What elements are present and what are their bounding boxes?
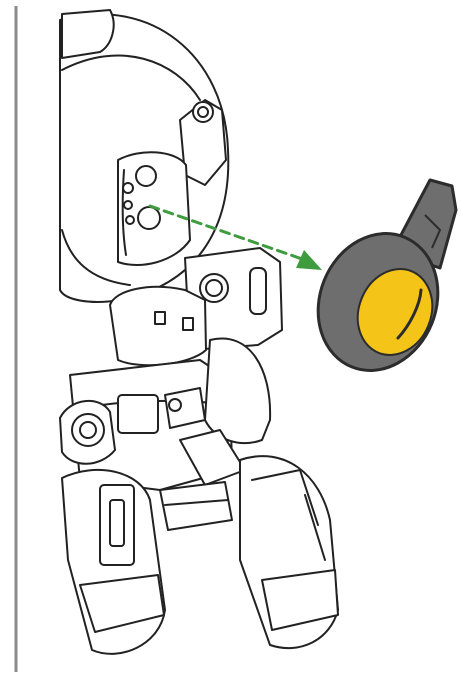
eye-lens-1 <box>136 166 156 186</box>
eye-lens-3 <box>123 183 133 193</box>
plug-pin-1 <box>155 312 165 324</box>
dial-knob-icon <box>298 180 458 389</box>
right-leg <box>205 338 270 443</box>
eye-lens-2 <box>138 207 160 229</box>
robot-figure <box>60 10 338 654</box>
shoulder-port <box>200 274 228 302</box>
eye-lens-4 <box>124 201 132 209</box>
torso-box <box>118 395 158 433</box>
head-bolt <box>193 102 213 122</box>
eye-lens-5 <box>126 216 134 224</box>
lower-link <box>160 482 232 530</box>
torso-rivet <box>169 399 181 411</box>
plug-pin-2 <box>183 318 193 330</box>
arrow-head <box>296 250 322 270</box>
left-arm-joint <box>72 414 104 446</box>
left-leg-slot <box>110 500 124 546</box>
shoulder-slot <box>250 268 266 314</box>
